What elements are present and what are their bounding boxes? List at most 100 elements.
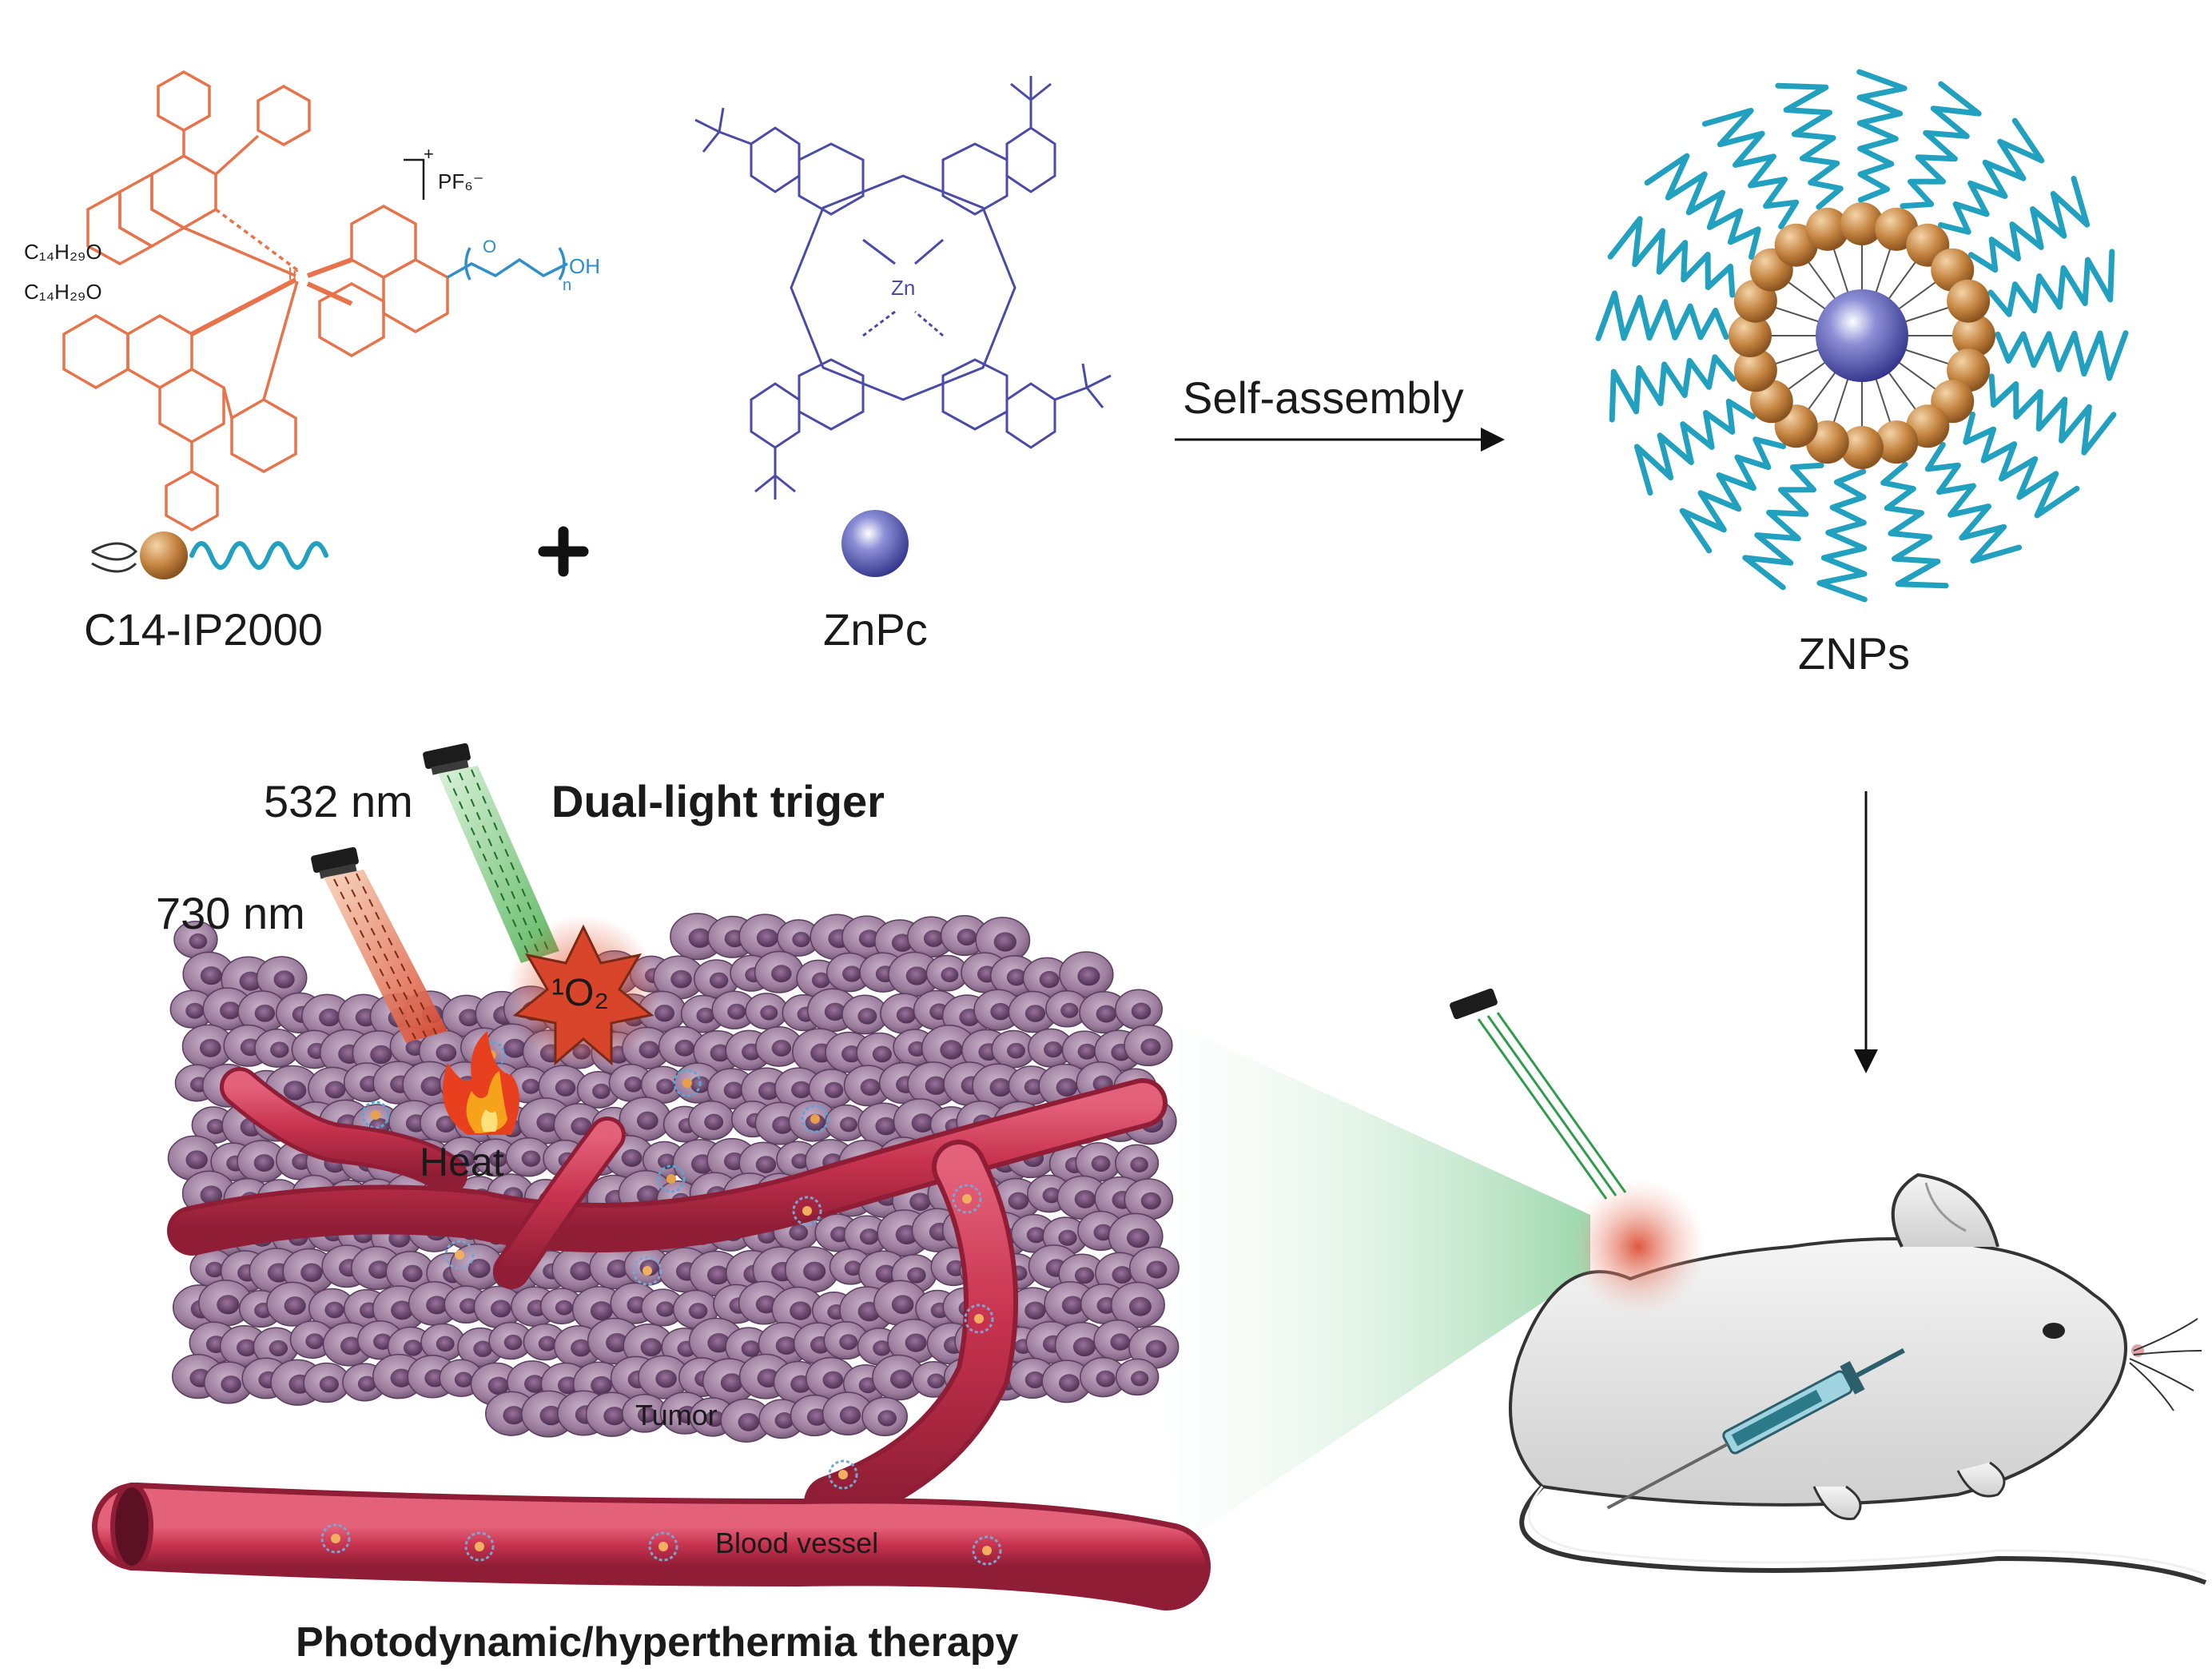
znpc-sphere-icon bbox=[841, 510, 909, 577]
cell-nucleus bbox=[705, 1410, 725, 1427]
cell-nucleus bbox=[1039, 970, 1060, 989]
cell-nucleus bbox=[789, 1224, 809, 1241]
headgroup-ball bbox=[1733, 348, 1777, 392]
cell-nucleus bbox=[487, 1376, 509, 1395]
cell-nucleus bbox=[824, 1081, 844, 1098]
oh-label: OH bbox=[569, 254, 600, 278]
cell-nucleus bbox=[706, 1265, 730, 1285]
cell-nucleus bbox=[390, 1368, 412, 1387]
vessel-nanoparticle-core bbox=[838, 1470, 848, 1479]
cell-nucleus bbox=[1074, 1190, 1096, 1208]
mouse-illustration bbox=[1509, 1172, 2207, 1585]
blood-vessel-label: Blood vessel bbox=[715, 1527, 879, 1559]
cell-nucleus bbox=[760, 1005, 778, 1021]
cell-nucleus bbox=[1006, 969, 1027, 986]
pf6-label: PF₆⁻ bbox=[438, 169, 484, 193]
peg-chain bbox=[1679, 436, 1786, 554]
cell-nucleus bbox=[1026, 1227, 1046, 1244]
cell-nucleus bbox=[758, 1081, 780, 1101]
c14h29o-bottom-label: C₁₄H₂₉O bbox=[24, 280, 102, 304]
cell-nucleus bbox=[655, 1369, 677, 1388]
cell-nucleus bbox=[640, 1338, 662, 1357]
cell-nucleus bbox=[592, 1083, 611, 1100]
tumor-cells bbox=[167, 913, 1180, 1443]
cell-nucleus bbox=[860, 1078, 881, 1097]
cell-nucleus bbox=[1077, 1043, 1096, 1060]
cell-nucleus bbox=[1146, 1260, 1168, 1279]
cell-nucleus bbox=[658, 1153, 676, 1169]
cell-nucleus bbox=[292, 1153, 312, 1170]
cell-nucleus bbox=[370, 1045, 392, 1065]
cell-nucleus bbox=[654, 1004, 675, 1022]
cell-nucleus bbox=[771, 965, 792, 983]
cell-nucleus bbox=[1024, 1078, 1044, 1096]
cell-nucleus bbox=[206, 1119, 225, 1135]
nanoparticle-marker bbox=[673, 1069, 702, 1097]
cell-nucleus bbox=[908, 1041, 926, 1057]
cell-nucleus bbox=[539, 1405, 563, 1426]
cell-nucleus bbox=[709, 972, 729, 989]
cell-nucleus bbox=[839, 1334, 858, 1350]
cell-nucleus bbox=[1126, 1228, 1150, 1248]
zn-atom-label: Zn bbox=[891, 276, 916, 300]
cell-nucleus bbox=[839, 1117, 857, 1133]
singlet-oxygen-star bbox=[512, 924, 654, 1066]
cell-nucleus bbox=[319, 1375, 339, 1393]
headgroup-ball bbox=[1952, 314, 1995, 357]
cell-nucleus bbox=[1024, 1301, 1046, 1320]
vessel-nanoparticle-core bbox=[962, 1194, 972, 1204]
znpc-label: ZnPc bbox=[823, 604, 928, 655]
cell-nucleus bbox=[491, 1300, 511, 1318]
cell-nucleus bbox=[185, 1150, 208, 1169]
peg-chain bbox=[1644, 153, 1761, 260]
cell-nucleus bbox=[811, 972, 830, 989]
cell-nucleus bbox=[1110, 1333, 1131, 1351]
cell-nucleus bbox=[426, 1296, 448, 1315]
cell-nucleus bbox=[217, 1295, 240, 1315]
light-cone bbox=[1103, 991, 1590, 1543]
cell-nucleus bbox=[1145, 1340, 1167, 1358]
cell-nucleus bbox=[368, 1260, 390, 1279]
peg-chain bbox=[1987, 249, 2115, 317]
cell-nucleus bbox=[989, 1077, 1012, 1097]
cell-nucleus bbox=[1056, 1078, 1078, 1097]
peg-chain bbox=[1856, 69, 1908, 203]
cell-nucleus bbox=[621, 1149, 643, 1168]
nanoparticle-core bbox=[810, 1114, 820, 1124]
dual-light-trigger-label: Dual-light triger bbox=[551, 776, 885, 826]
cell-nucleus bbox=[254, 1004, 276, 1022]
cell-nucleus bbox=[536, 1113, 559, 1133]
cell-nucleus bbox=[557, 1376, 579, 1395]
cell-nucleus bbox=[237, 1339, 257, 1357]
cell-nucleus bbox=[1140, 1192, 1161, 1210]
cell-nucleus bbox=[571, 1117, 592, 1136]
cell-nucleus bbox=[877, 1410, 897, 1427]
laser-730-device bbox=[311, 846, 448, 1043]
cell-nucleus bbox=[727, 1003, 746, 1020]
cell-nucleus bbox=[774, 1412, 794, 1429]
cell-nucleus bbox=[896, 1006, 917, 1024]
cell-nucleus bbox=[624, 1077, 643, 1093]
ir-complex-structure bbox=[62, 70, 449, 532]
vessel-nanoparticle bbox=[648, 1531, 678, 1562]
peg-chain bbox=[1595, 290, 1729, 341]
cell-nucleus bbox=[636, 1185, 660, 1205]
cell-nucleus bbox=[925, 1076, 947, 1095]
cell-nucleus bbox=[571, 1339, 591, 1357]
cell-nucleus bbox=[639, 1041, 660, 1059]
peg-chain bbox=[1607, 216, 1736, 298]
cell-nucleus bbox=[538, 1336, 557, 1352]
cell-nucleus bbox=[923, 930, 944, 947]
cell-nucleus bbox=[373, 1333, 392, 1350]
cell-nucleus bbox=[357, 1375, 376, 1392]
peg-chain bbox=[1609, 354, 1737, 423]
cell-nucleus bbox=[522, 1078, 540, 1094]
cell-nucleus bbox=[1042, 1187, 1061, 1204]
heat-label: Heat bbox=[420, 1140, 504, 1184]
cell-nucleus bbox=[436, 1336, 455, 1352]
cell-nucleus bbox=[688, 1303, 708, 1320]
cell-nucleus bbox=[1130, 1156, 1148, 1172]
cell-nucleus bbox=[590, 1301, 613, 1321]
peg-chain bbox=[1880, 461, 1949, 589]
cell-nucleus bbox=[403, 1340, 423, 1356]
